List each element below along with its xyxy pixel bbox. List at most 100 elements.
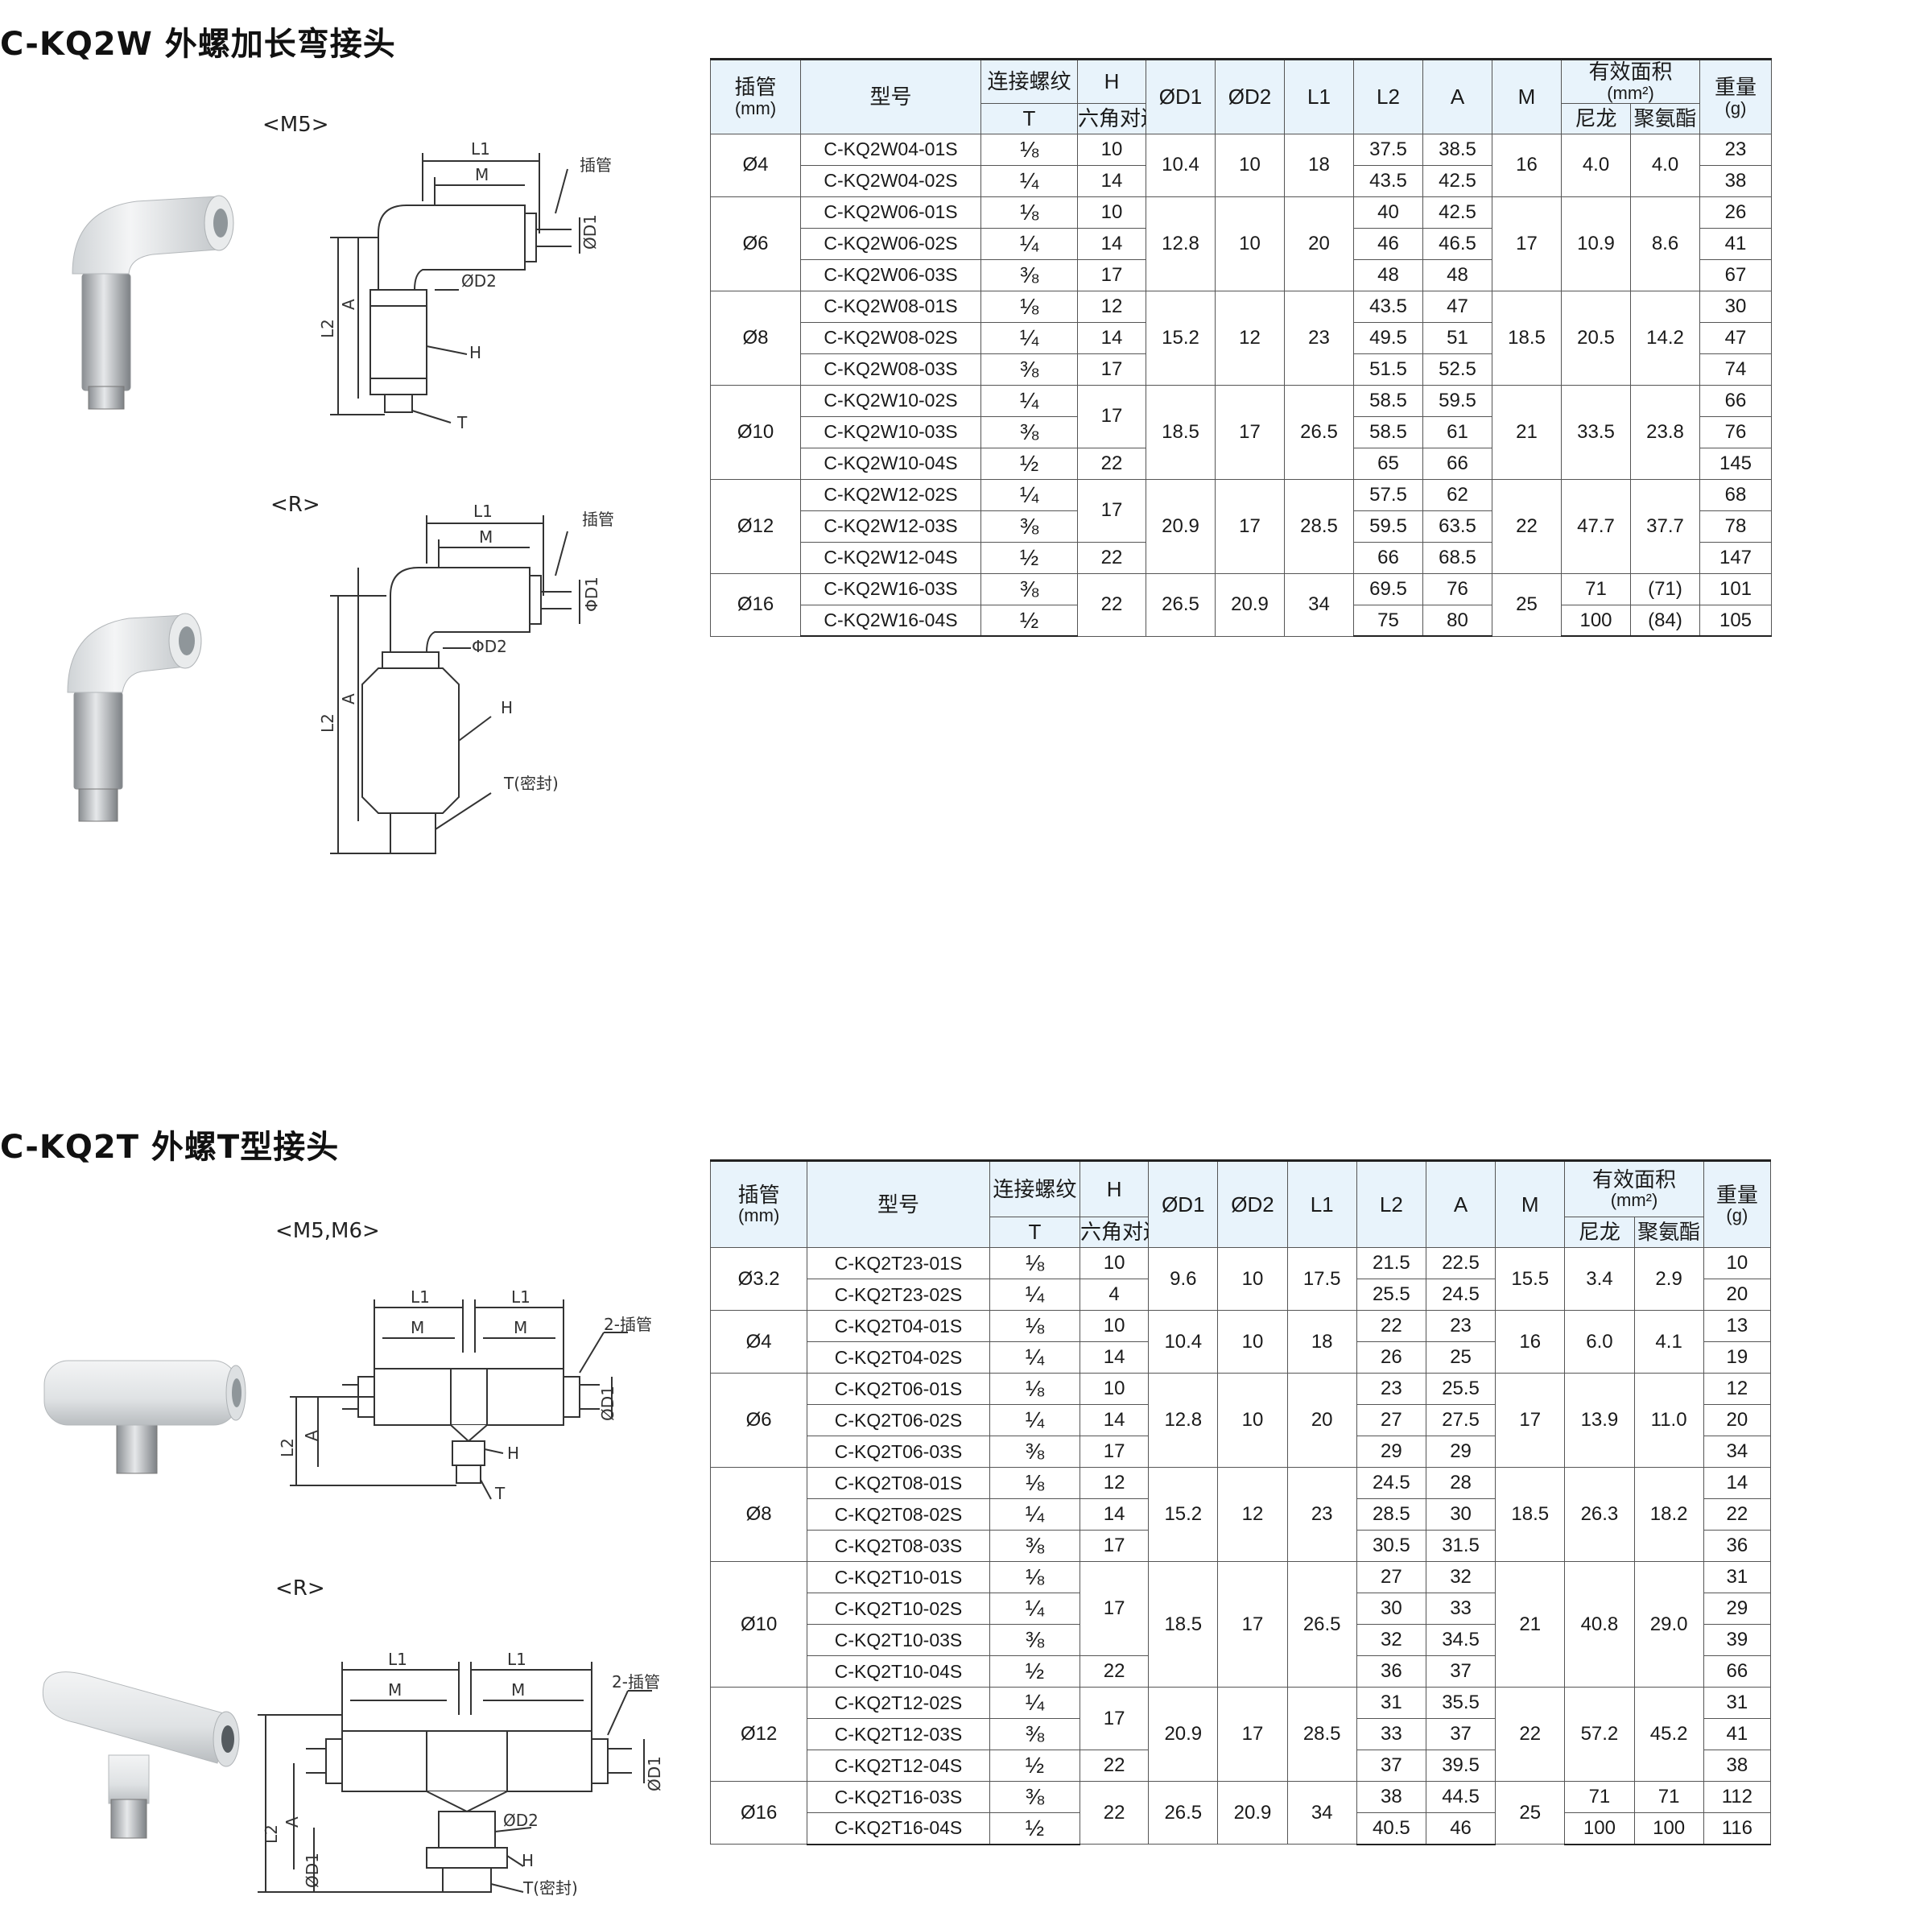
cell-model: C-KQ2W04-02S xyxy=(800,164,981,197)
header-d2: ØD2 xyxy=(1217,1159,1288,1248)
cell-l2: 75 xyxy=(1353,604,1423,638)
cell-model: C-KQ2T08-01S xyxy=(807,1467,990,1499)
cell-weight: 30 xyxy=(1699,290,1773,323)
cell-l2: 43.5 xyxy=(1353,164,1423,197)
header-pu: 聚氨酯 xyxy=(1633,1217,1704,1248)
cell-d2: 10 xyxy=(1217,1310,1288,1374)
cell-thread: ¼ xyxy=(989,1498,1081,1531)
cell-weight: 47 xyxy=(1699,321,1773,354)
cell-a: 63.5 xyxy=(1422,510,1492,543)
cell-thread: ¼ xyxy=(989,1593,1081,1625)
cell-l2: 40 xyxy=(1353,196,1423,229)
cell-pu: 37.7 xyxy=(1629,478,1701,574)
cell-h: 17 xyxy=(1080,1530,1150,1562)
cell-l2: 46 xyxy=(1353,227,1423,260)
header-a: A xyxy=(1425,1159,1496,1248)
cell-l1: 20 xyxy=(1286,1373,1357,1468)
cell-thread: ⅜ xyxy=(980,258,1078,291)
cell-d2: 10 xyxy=(1217,1247,1288,1311)
cell-h: 10 xyxy=(1080,1247,1150,1279)
cell-model: C-KQ2T10-01S xyxy=(807,1561,990,1593)
cell-weight: 13 xyxy=(1703,1310,1772,1342)
cell-model: C-KQ2T12-02S xyxy=(807,1687,990,1719)
cell-l2: 22 xyxy=(1356,1310,1426,1342)
cell-pu: 4.0 xyxy=(1629,133,1701,197)
cell-d1: 20.9 xyxy=(1146,478,1216,574)
cell-a: 66 xyxy=(1422,447,1492,480)
cell-weight: 68 xyxy=(1699,478,1773,511)
cell-a: 29 xyxy=(1425,1436,1496,1468)
cell-a: 32 xyxy=(1425,1561,1496,1593)
cell-thread: ⅛ xyxy=(989,1561,1081,1593)
cell-weight: 31 xyxy=(1703,1687,1772,1719)
cell-model: C-KQ2W08-01S xyxy=(800,290,981,323)
dim-a: A xyxy=(339,693,358,704)
cell-weight: 36 xyxy=(1703,1530,1772,1562)
cell-l2: 30 xyxy=(1356,1593,1426,1625)
cell-m: 16 xyxy=(1495,1310,1566,1374)
cell-model: C-KQ2W10-04S xyxy=(800,447,981,480)
cell-a: 48 xyxy=(1422,258,1492,291)
cell-a: 80 xyxy=(1422,604,1492,638)
cell-model: C-KQ2W08-02S xyxy=(800,321,981,354)
cell-d1: 20.9 xyxy=(1148,1687,1219,1782)
cell-model: C-KQ2T23-01S xyxy=(807,1247,990,1279)
cell-thread: ¼ xyxy=(989,1341,1081,1374)
cell-nylon: 47.7 xyxy=(1561,478,1631,574)
cell-weight: 29 xyxy=(1703,1593,1772,1625)
cell-a: 37 xyxy=(1425,1655,1496,1688)
cell-thread: ⅛ xyxy=(980,290,1078,323)
cell-l2: 69.5 xyxy=(1353,572,1423,605)
cell-a: 28 xyxy=(1425,1467,1496,1499)
dim-l1-left: L1 xyxy=(388,1650,407,1669)
cell-model: C-KQ2W10-03S xyxy=(800,415,981,448)
dim-tube: 2-插管 xyxy=(612,1672,660,1692)
product-photo-kq2w-m5 xyxy=(72,195,234,410)
cell-h: 22 xyxy=(1077,541,1146,574)
cell-l2: 27 xyxy=(1356,1404,1426,1436)
header-h: H xyxy=(1077,58,1146,104)
cell-a: 22.5 xyxy=(1425,1247,1496,1279)
cell-weight: 76 xyxy=(1699,415,1773,448)
cell-thread: ⅜ xyxy=(989,1436,1081,1468)
header-weight: 重量(g) xyxy=(1703,1159,1772,1248)
cell-pu: 11.0 xyxy=(1633,1373,1704,1468)
cell-l2: 43.5 xyxy=(1353,290,1423,323)
cell-tube: Ø6 xyxy=(709,1373,808,1468)
header-m: M xyxy=(1492,58,1562,134)
cell-d1: 26.5 xyxy=(1148,1781,1219,1845)
cell-d1: 26.5 xyxy=(1146,572,1216,637)
cell-tube: Ø3.2 xyxy=(709,1247,808,1311)
cell-d2: 20.9 xyxy=(1217,1781,1288,1845)
dim-t-seal: T(密封) xyxy=(522,1878,578,1898)
cell-model: C-KQ2W06-01S xyxy=(800,196,981,229)
cell-h: 17 xyxy=(1077,384,1146,448)
cell-l2: 33 xyxy=(1356,1718,1426,1750)
cell-model: C-KQ2T16-03S xyxy=(807,1781,990,1813)
header-h-sub: 六角对边 xyxy=(1077,102,1146,134)
cell-tube: Ø4 xyxy=(709,1310,808,1374)
cell-model: C-KQ2T08-03S xyxy=(807,1530,990,1562)
cell-l1: 34 xyxy=(1284,572,1354,637)
dim-h: H xyxy=(507,1444,519,1463)
cell-weight: 34 xyxy=(1703,1436,1772,1468)
cell-h: 17 xyxy=(1077,258,1146,291)
cell-h: 14 xyxy=(1077,321,1146,354)
cell-nylon: 71 xyxy=(1564,1781,1635,1813)
cell-weight: 10 xyxy=(1703,1247,1772,1279)
dim-h: H xyxy=(522,1851,534,1870)
dimension-drawing-kq2w-r: L1 M 插管 ΦD1 ΦD2 A L2 H T(密封) xyxy=(318,502,614,854)
cell-tube: Ø10 xyxy=(710,384,801,480)
header-thread-sub: T xyxy=(989,1217,1081,1248)
dim-a: A xyxy=(302,1430,321,1441)
cell-thread: ½ xyxy=(980,447,1078,480)
header-model: 型号 xyxy=(800,58,981,134)
cell-pu: 45.2 xyxy=(1633,1687,1704,1782)
cell-d1: 10.4 xyxy=(1146,133,1216,197)
